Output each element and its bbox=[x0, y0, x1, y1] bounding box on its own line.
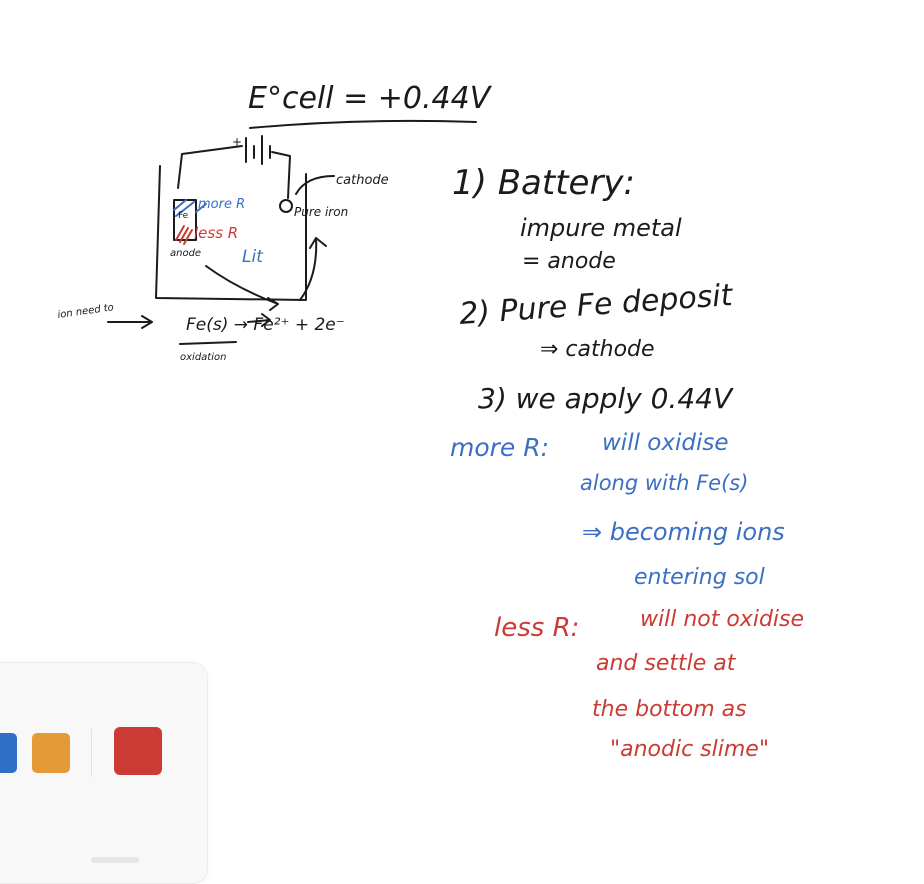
color-palette bbox=[0, 662, 208, 884]
blue-swatch[interactable] bbox=[0, 733, 17, 773]
battery-symbol bbox=[245, 135, 271, 165]
oxidation-label: oxidation bbox=[180, 352, 226, 363]
blue-hatch bbox=[173, 199, 195, 217]
wire-left bbox=[177, 145, 243, 189]
pure-iron-label: Pure iron bbox=[294, 205, 348, 219]
anode-label: anode bbox=[170, 248, 201, 259]
fe-label: Fe bbox=[178, 211, 189, 221]
wire-right bbox=[271, 151, 291, 199]
note-battery: 1) Battery: bbox=[452, 163, 635, 203]
note-less-2: and settle at bbox=[596, 651, 737, 676]
less-r-diagram-label: less R bbox=[194, 224, 238, 242]
orange-swatch[interactable] bbox=[32, 733, 70, 773]
note-more-2: along with Fe(s) bbox=[580, 471, 748, 495]
cathode-electrode bbox=[279, 199, 293, 213]
note-pure-fe-deposit: 2) Pure Fe deposit bbox=[458, 278, 735, 332]
left-arrow bbox=[107, 315, 153, 329]
oxidation-bar bbox=[179, 341, 237, 345]
ecell-label: E°cell = +0.44V bbox=[248, 81, 493, 116]
whiteboard-canvas[interactable]: E°cell = +0.44V + cathode Pure iron Fe a… bbox=[0, 0, 924, 858]
note-more-3: ⇒ becoming ions bbox=[582, 518, 785, 546]
equation-label: Fe(s) → Fe²⁺ + 2e⁻ bbox=[186, 315, 345, 335]
blue-pointer bbox=[195, 203, 207, 213]
note-apply-voltage: 3) we apply 0.44V bbox=[478, 382, 734, 415]
ion-need-to-label: ion need to bbox=[57, 302, 115, 321]
more-r-diagram-label: more R bbox=[198, 197, 245, 212]
note-less-4: "anodic slime" bbox=[610, 737, 769, 762]
note-cathode: ⇒ cathode bbox=[540, 337, 655, 362]
beaker-outline bbox=[155, 165, 307, 301]
note-more-1: will oxidise bbox=[602, 430, 729, 456]
red-hatch bbox=[175, 225, 193, 245]
palette-divider bbox=[91, 729, 92, 777]
cathode-label: cathode bbox=[336, 173, 389, 188]
note-more-4: entering sol bbox=[634, 565, 765, 590]
plus-sign: + bbox=[232, 135, 242, 149]
equation-arrow bbox=[247, 313, 271, 327]
lit-label: Lit bbox=[242, 247, 264, 267]
cathode-pointer bbox=[295, 175, 335, 195]
note-less-r: less R: bbox=[494, 613, 579, 643]
note-impure-metal: impure metal bbox=[520, 214, 682, 242]
cathode-arrow bbox=[299, 237, 327, 301]
note-less-3: the bottom as bbox=[592, 697, 747, 722]
red-swatch[interactable] bbox=[114, 727, 162, 775]
ion-flow-arrow bbox=[205, 265, 279, 311]
note-anode: = anode bbox=[522, 249, 616, 274]
note-less-1: will not oxidise bbox=[640, 607, 804, 632]
note-more-r: more R: bbox=[450, 433, 549, 462]
ecell-underline bbox=[249, 119, 477, 129]
